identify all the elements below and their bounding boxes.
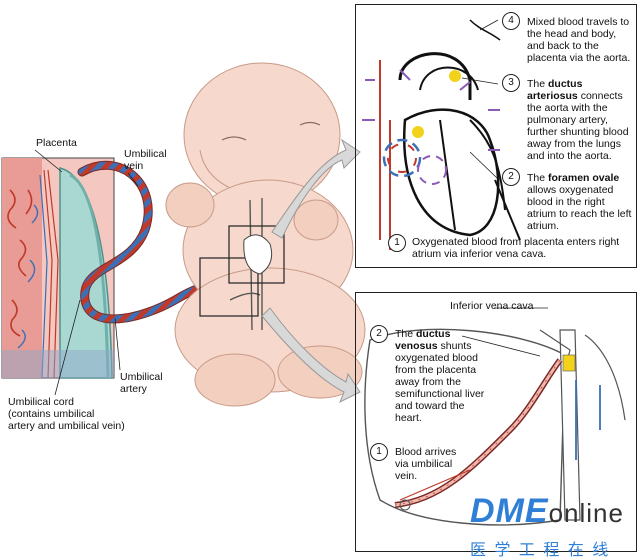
- inferior-vena-cava-label: Inferior vena cava: [450, 300, 534, 312]
- liver-zoom-box: [199, 257, 259, 317]
- watermark-logo-text: DME: [470, 492, 549, 530]
- heart-panel-frame: [355, 4, 637, 268]
- watermark-chinese: 医 学 工 程 在 线: [470, 542, 611, 559]
- watermark-logo: DMEonline: [470, 492, 624, 531]
- ductus-arteriosus-leader: [461, 77, 499, 85]
- top-step-2-text: The foramen ovale allows oxygenated bloo…: [527, 172, 632, 232]
- heart-zoom-box: [228, 225, 285, 284]
- umbilical-artery-label: Umbilical artery: [120, 371, 163, 395]
- top-step-1-number: 1: [388, 234, 406, 252]
- umbilical-vein-label: Umbilical vein: [124, 148, 167, 172]
- placenta-label: Placenta: [36, 137, 77, 149]
- top-step-4-number: 4: [502, 12, 520, 30]
- heart-detail: [362, 19, 521, 250]
- top-step-4-text: Mixed blood travels to the head and body…: [527, 16, 631, 64]
- ductus-venosus-leader: [461, 335, 541, 357]
- placenta-leader: [34, 149, 63, 173]
- top-step-3-number: 3: [502, 74, 520, 92]
- heart-callout-arrow: [271, 138, 361, 239]
- placenta-inset: [1, 157, 115, 379]
- umbilical-artery-leader: [114, 317, 121, 371]
- bottom-step-1-number: 1: [370, 443, 388, 461]
- bottom-step-2-text: The ductus venosus shunts oxygenated blo…: [395, 328, 485, 424]
- top-step-1-text: Oxygenated blood from placenta enters ri…: [412, 236, 620, 260]
- bottom-step-2-number: 2: [370, 325, 388, 343]
- liver-panel-frame: [355, 292, 637, 552]
- step4-leader: [479, 19, 499, 31]
- watermark-logo-sub: online: [548, 498, 624, 528]
- liver-detail: [364, 328, 626, 526]
- umbilical-cord-leader: [54, 299, 81, 396]
- liver-callout-arrow: [261, 307, 361, 404]
- top-step-2-number: 2: [502, 168, 520, 186]
- foramen-ovale-leader: [469, 151, 498, 179]
- umbilical-vein-leader: [127, 172, 139, 187]
- top-step-3-text: The ductus arteriosus connects the aorta…: [527, 78, 629, 162]
- fetus-illustration: [165, 62, 366, 407]
- bottom-step-1-text: Blood arrives via umbilical vein.: [395, 446, 457, 482]
- umbilical-cord-label: Umbilical cord (contains umbilical arter…: [8, 396, 125, 432]
- umbilical-cord: [77, 160, 240, 324]
